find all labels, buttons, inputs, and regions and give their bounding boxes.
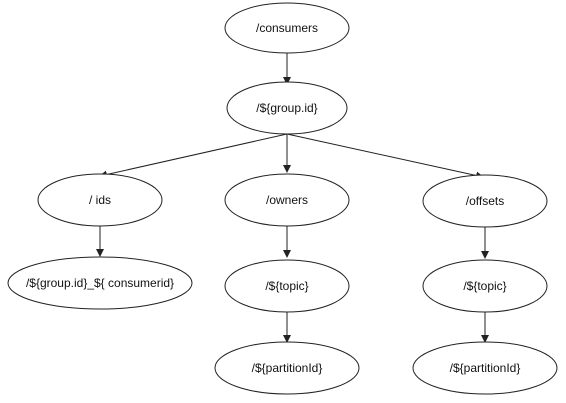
node-topic-owners-label: /${topic} — [265, 279, 308, 293]
node-owners: /owners — [224, 173, 350, 227]
node-groupid-consumerid: /${group.id}_${ consumerid} — [7, 256, 193, 310]
node-groupid-consumerid-label: /${group.id}_${ consumerid} — [26, 276, 174, 290]
edge-groupid-ids — [99, 133, 288, 179]
node-offsets: /offsets — [422, 174, 548, 228]
edge-groupid-offsets — [286, 133, 484, 180]
node-partition-offsets-label: /${partitionId} — [450, 361, 521, 375]
node-group-id: /${group.id} — [226, 81, 348, 135]
node-partition-owners-label: /${partitionId} — [252, 361, 323, 375]
node-topic-offsets-label: /${topic} — [463, 279, 506, 293]
node-owners-label: /owners — [266, 193, 308, 207]
node-partition-offsets: /${partitionId} — [412, 341, 558, 395]
node-consumers: /consumers — [224, 2, 350, 54]
node-group-id-label: /${group.id} — [256, 101, 317, 115]
node-ids-label: / ids — [89, 193, 111, 207]
node-partition-owners: /${partitionId} — [214, 341, 360, 395]
node-ids: / ids — [37, 173, 163, 227]
node-consumers-label: /consumers — [256, 21, 318, 35]
nodes-layer: /consumers /${group.id} / ids /owners /o… — [7, 2, 558, 395]
node-offsets-label: /offsets — [466, 194, 504, 208]
node-topic-offsets: /${topic} — [422, 259, 548, 313]
node-topic-owners: /${topic} — [224, 259, 350, 313]
edges-layer — [96, 53, 489, 343]
